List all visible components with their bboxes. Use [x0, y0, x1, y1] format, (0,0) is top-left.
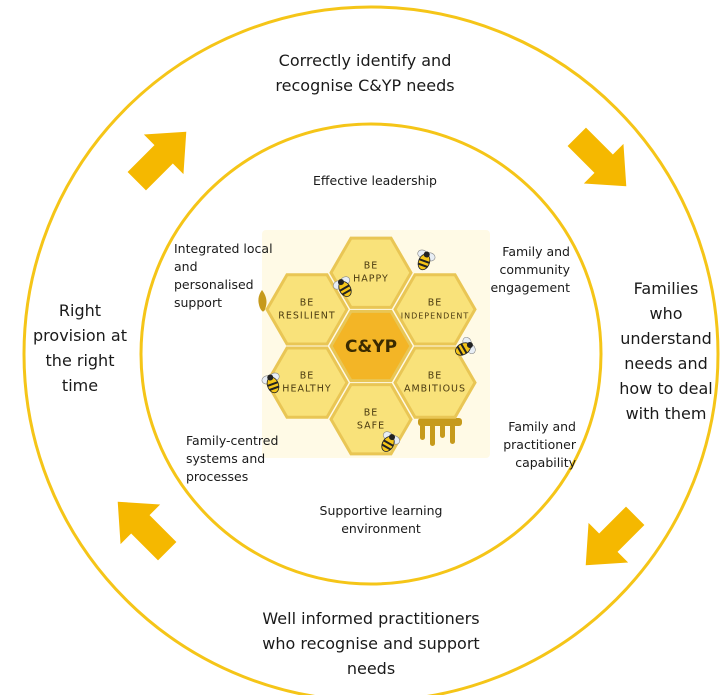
outer-label-top: Correctly identify and recognise C&YP ne…	[275, 51, 455, 95]
inner-label-top-left: Integrated local and personalised suppor…	[174, 240, 294, 312]
outer-bottom-line: needs	[346, 659, 396, 678]
inner-tr-line: community	[499, 262, 571, 277]
outer-left-line: Right	[58, 301, 102, 320]
inner-label-bottom-left: Family-centred systems and processes	[186, 432, 306, 486]
outer-right-line: with them	[625, 404, 707, 423]
outer-right-line: understand	[620, 329, 712, 348]
hex-center-label: C&YP	[345, 337, 397, 357]
inner-bottom-line: environment	[341, 521, 421, 536]
outer-left-line: time	[61, 376, 99, 395]
arrow-top-left-icon	[127, 131, 187, 191]
arrow-bottom-left-icon	[117, 501, 177, 561]
inner-label-bottom: Supportive learning environment	[296, 502, 466, 538]
hex-cell-label: SAFE	[357, 420, 385, 431]
hex-cell-label: AMBITIOUS	[404, 384, 466, 395]
hex-cell-center	[329, 309, 413, 383]
hex-cell-label: RESILIENT	[278, 310, 335, 321]
inner-bottom-line: Supportive learning	[319, 503, 443, 518]
inner-tl-line: Integrated local	[174, 241, 273, 256]
outer-right-line: who	[649, 304, 683, 323]
hex-cell-label: HAPPY	[353, 274, 389, 285]
inner-label-bottom-right: Family and practitioner capability	[476, 418, 576, 472]
hex-cell-label-be: BE	[300, 371, 315, 382]
outer-left-line: provision at	[33, 326, 127, 345]
outer-right-line: Families	[633, 279, 699, 298]
inner-tl-line: and	[174, 259, 198, 274]
outer-right-line: needs and	[624, 354, 708, 373]
outer-label-left: Right provision at the right time	[20, 298, 140, 398]
hex-cell-label-be: BE	[364, 407, 379, 418]
hex-cell-resilient	[265, 273, 349, 346]
outer-left-line: the right	[45, 351, 115, 370]
bee-icon	[381, 431, 401, 452]
inner-ring	[139, 122, 603, 586]
hex-cell-label: HEALTHY	[282, 384, 331, 395]
inner-br-line: capability	[515, 455, 576, 470]
arrow-top-right-icon	[567, 127, 627, 187]
inner-br-line: Family and	[508, 419, 576, 434]
inner-br-line: practitioner	[503, 437, 576, 452]
inner-label-top-right: Family and community engagement	[470, 243, 570, 297]
outer-label-right: Families who understand needs and how to…	[606, 276, 726, 426]
bee-icon	[332, 276, 352, 297]
hex-cell-label: INDEPENDENT	[401, 311, 470, 320]
bee-icon	[455, 336, 476, 356]
inner-bl-line: Family-centred	[186, 433, 279, 448]
hex-cell-label-be: BE	[364, 261, 379, 272]
inner-tr-line: Family and	[502, 244, 570, 259]
outer-label-bottom: Well informed practitioners who recognis…	[236, 606, 506, 681]
inner-tr-line: engagement	[490, 280, 570, 295]
hex-cell-independent	[393, 273, 477, 346]
outer-bottom-line: who recognise and support	[262, 634, 480, 653]
inner-tl-line: personalised	[174, 277, 254, 292]
honey-drip-left	[258, 290, 267, 312]
hex-cell-label-be: BE	[300, 297, 315, 308]
inner-tl-line: support	[174, 295, 222, 310]
outer-bottom-line: Well informed practitioners	[262, 609, 480, 628]
outer-ring	[22, 5, 720, 695]
outer-right-line: how to deal	[619, 379, 713, 398]
inner-label-top: Effective leadership	[313, 173, 437, 188]
hex-cell-label-be: BE	[428, 297, 443, 308]
arrow-bottom-right-icon	[585, 506, 645, 566]
inner-bl-line: processes	[186, 469, 249, 484]
hex-cell-ambitious	[393, 346, 477, 419]
bee-icon	[261, 372, 280, 394]
inner-bl-line: systems and	[186, 451, 266, 466]
bee-icon	[417, 249, 436, 271]
hex-cell-label-be: BE	[428, 371, 443, 382]
